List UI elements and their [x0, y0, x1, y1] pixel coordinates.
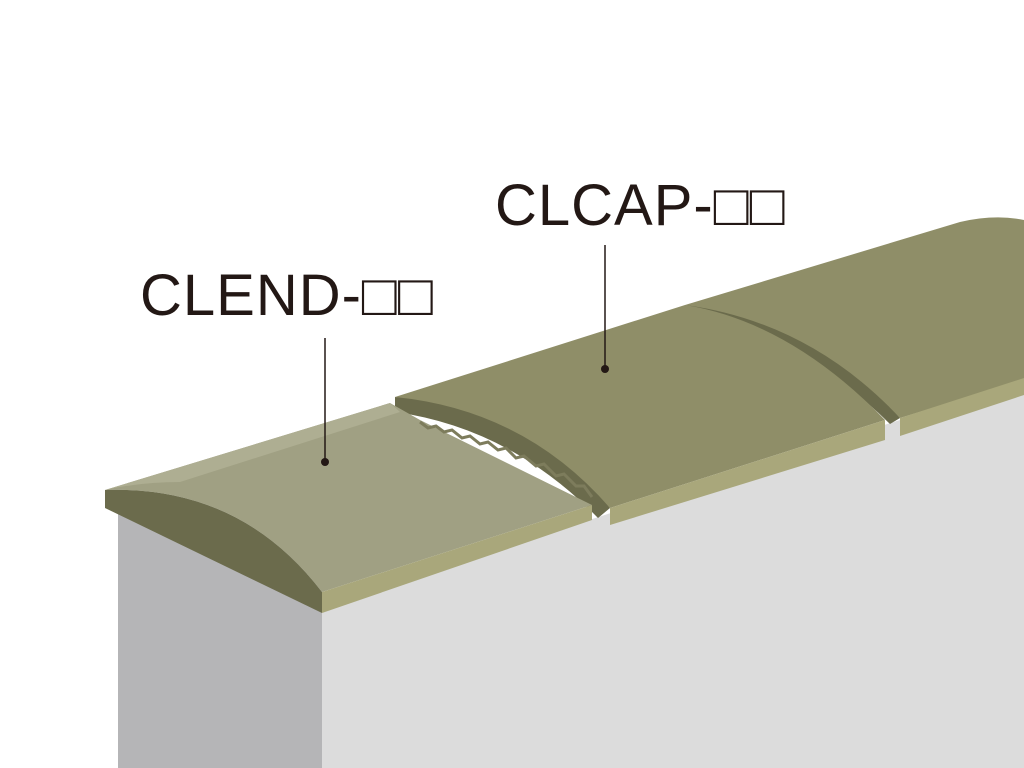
clend-leader-dot: [321, 458, 329, 466]
clcap-label: CLCAP-□□: [495, 173, 786, 238]
wall-right-face: [322, 380, 1024, 768]
clend-label: CLEND-□□: [140, 263, 434, 328]
clcap-piece-2: [685, 217, 1024, 436]
clcap-leader-dot: [601, 365, 609, 373]
wall-left-face: [118, 505, 322, 768]
clend-piece: [105, 403, 594, 613]
